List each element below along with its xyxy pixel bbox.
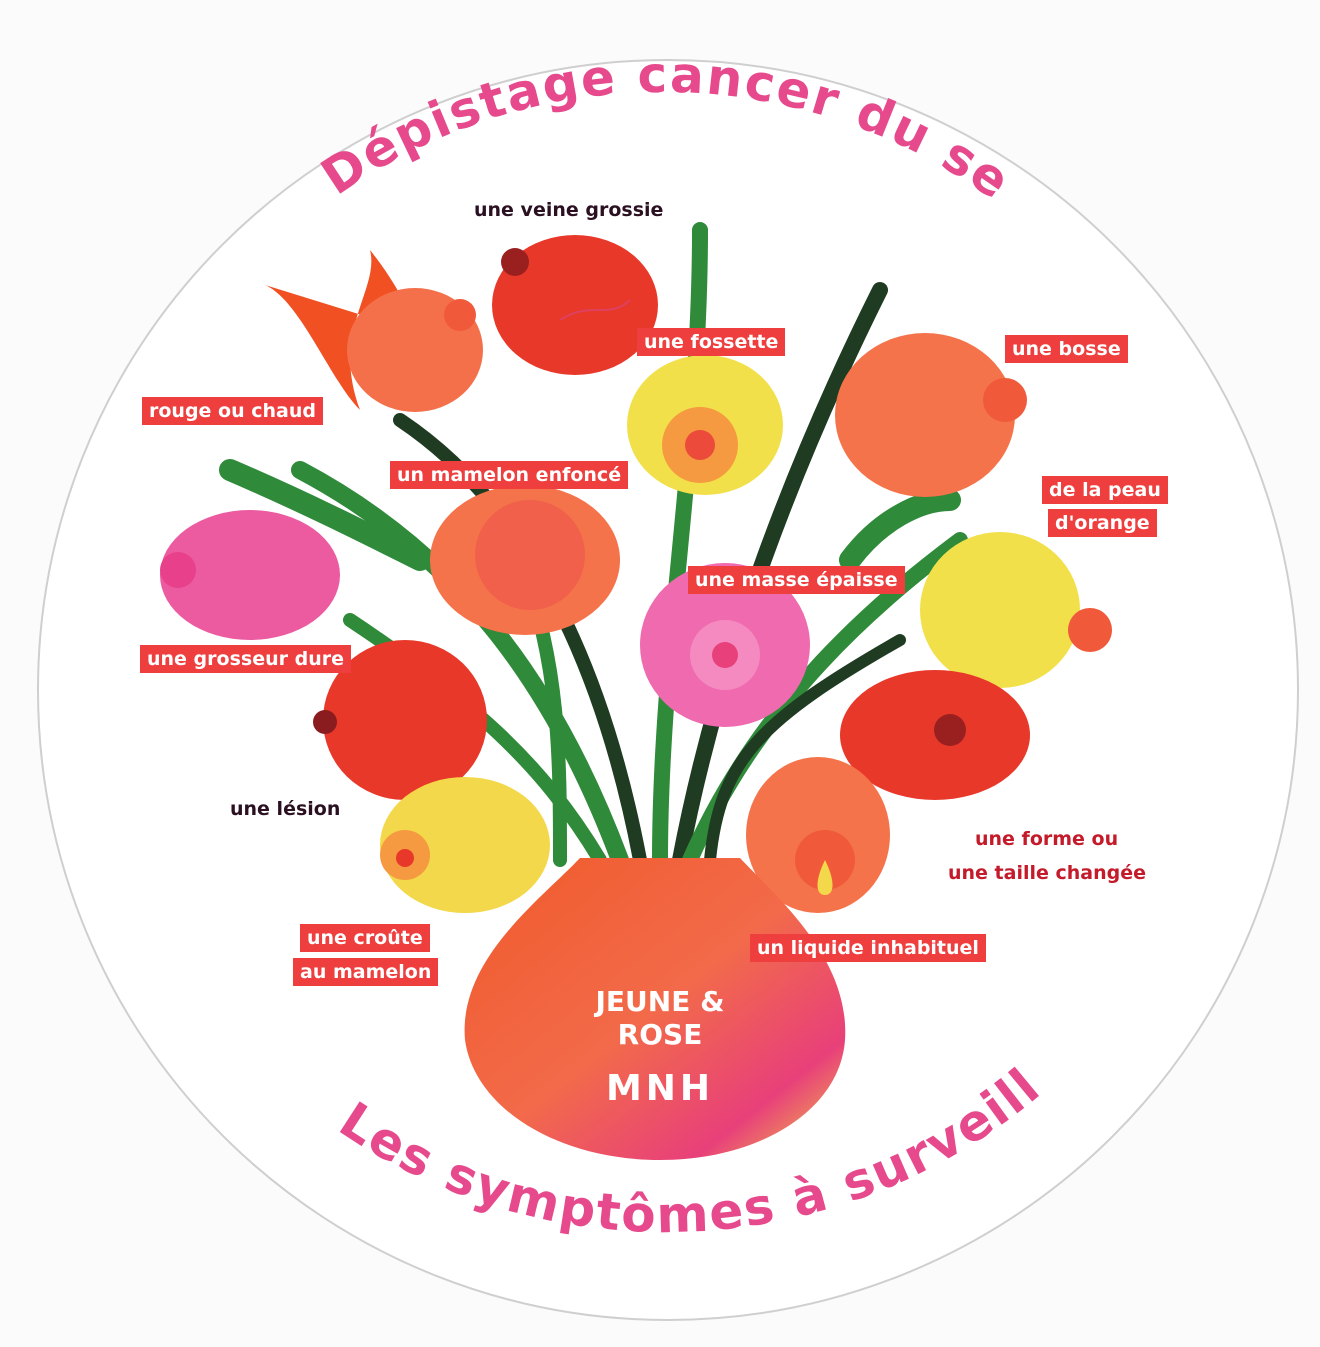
label-grosseur: une grosseur dure — [140, 645, 351, 673]
mnh-logo: MNH — [605, 1068, 715, 1109]
label-croute-1: une croûte — [300, 924, 430, 952]
flower-lesion — [323, 640, 487, 800]
label-fossette: une fossette — [637, 328, 786, 356]
label-veine: une veine grossie — [474, 199, 664, 221]
flower-peau — [920, 532, 1080, 688]
label-bosse: une bosse — [1005, 335, 1128, 363]
label-liquide: un liquide inhabituel — [750, 934, 986, 962]
label-forme-2: une taille changée — [948, 862, 1147, 884]
flower-veine — [492, 235, 658, 375]
vase — [464, 858, 846, 1160]
flower-bosse — [835, 333, 1015, 497]
label-peau-1: de la peau — [1042, 476, 1168, 504]
label-forme-1: une forme ou — [975, 828, 1119, 850]
label-masse: une masse épaisse — [688, 566, 905, 594]
flower-grosseur — [160, 510, 340, 640]
label-peau-2: d'orange — [1048, 509, 1157, 537]
label-croute-2: au mamelon — [293, 958, 439, 986]
label-rouge: rouge ou chaud — [142, 397, 323, 425]
jeune-rose-logo: JEUNE & ROSE — [595, 985, 725, 1051]
stems — [219, 222, 968, 869]
flame-petals — [265, 250, 414, 410]
flower-croute — [380, 777, 550, 913]
flowers — [160, 235, 1112, 913]
label-lesion: une lésion — [230, 798, 341, 820]
label-mamelon-enfonce: un mamelon enfoncé — [390, 461, 629, 489]
